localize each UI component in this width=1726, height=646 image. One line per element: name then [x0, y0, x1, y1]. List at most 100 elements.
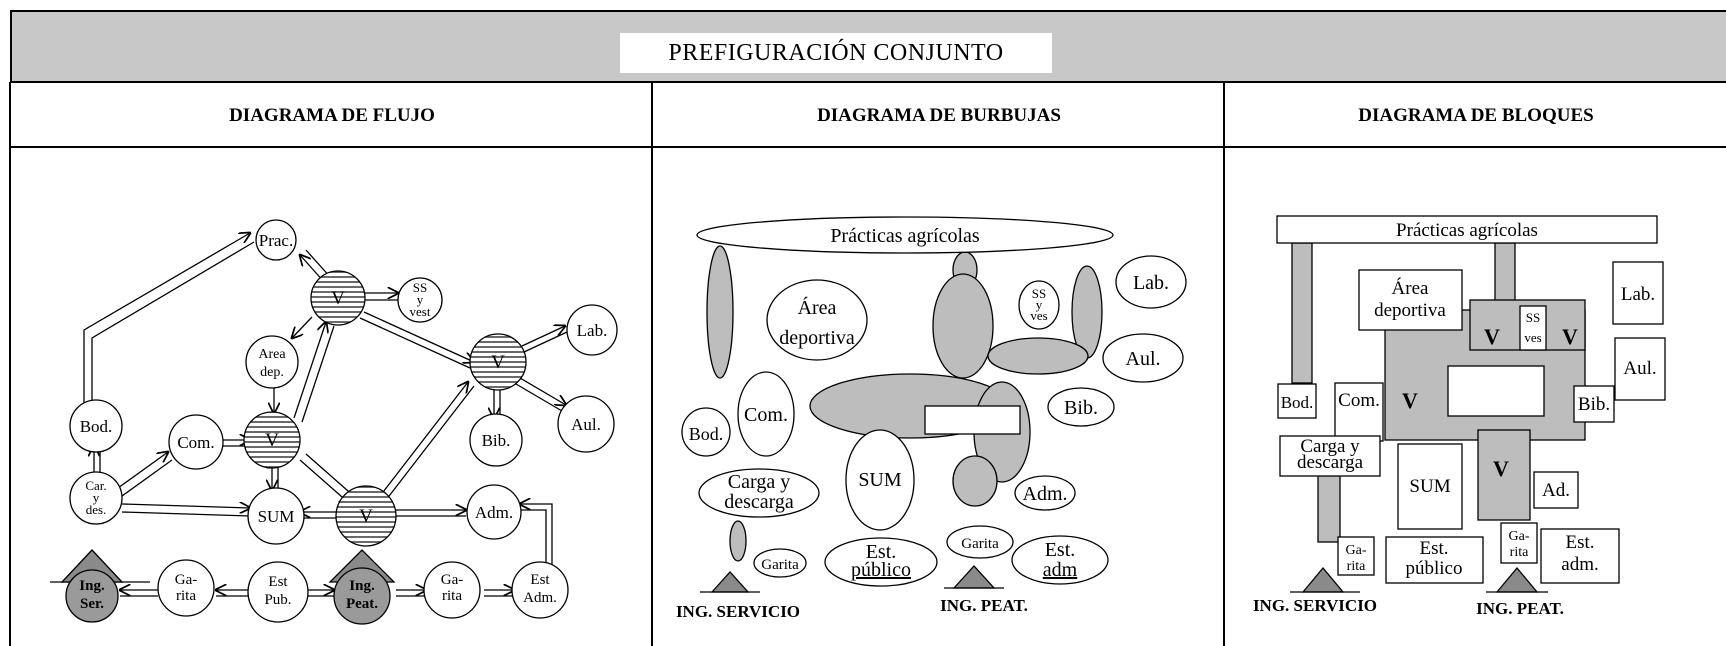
flow-node-ing-ser — [65, 569, 119, 623]
flow-label-aul: Aul. — [571, 415, 601, 434]
bubble-lab — [1115, 255, 1187, 309]
block-practicas — [1276, 215, 1658, 244]
block-diagram — [1276, 215, 1666, 593]
flow-label-garita-1b: rita — [176, 588, 196, 604]
bubble-label-est-2: público — [851, 559, 911, 581]
bubble-label-ss-2: y — [1036, 297, 1043, 312]
block-label-garita-2b: rita — [1510, 545, 1529, 560]
bubble-garita-1 — [753, 548, 807, 578]
block-est-publico — [1385, 536, 1484, 584]
flow-node-garita-2 — [423, 561, 481, 619]
flow-label-adm: Adm. — [475, 503, 513, 522]
block-label-est-adm-1: Est. — [1565, 532, 1594, 553]
flow-node-adm — [466, 484, 522, 540]
bubble-label-bib: Bib. — [1064, 397, 1098, 419]
flow-label-garita-2b: rita — [442, 588, 462, 604]
block-garita-2 — [1500, 522, 1538, 564]
bubble-label-com: Com. — [744, 404, 788, 426]
flow-label-area-1: Area — [258, 347, 286, 362]
flow-label-ss-2: y — [417, 292, 424, 307]
block-garita-1 — [1337, 536, 1375, 576]
flow-label-bod: Bod. — [80, 417, 113, 436]
flow-node-v-right — [469, 333, 527, 391]
bubble-label-lab: Lab. — [1133, 272, 1169, 294]
flow-label-ss-1: SS — [413, 280, 427, 295]
block-entrance-peat — [1495, 566, 1539, 593]
flow-label-ing-ser-1: Ing. — [79, 578, 105, 594]
block-lab — [1612, 261, 1664, 325]
flow-label-ss-3: vest — [410, 304, 431, 319]
bubble-label-ing-servicio: ING. SERVICIO — [676, 602, 800, 621]
block-label-carga-2: descarga — [1297, 452, 1364, 473]
bubble-diagram — [681, 216, 1187, 593]
block-label-est-1: Est. — [1419, 538, 1448, 559]
bubble-label-est-1: Est. — [866, 541, 897, 563]
flow-label-car-1: Car. — [85, 478, 106, 493]
bubble-practicas — [696, 216, 1114, 254]
block-ad — [1533, 471, 1579, 509]
bubble-gray-small — [729, 520, 747, 562]
block-label-v-2: V — [1562, 324, 1578, 349]
flow-label-bib: Bib. — [482, 431, 511, 450]
block-label-est-2: público — [1406, 558, 1463, 579]
block-gray-left-strip — [1291, 242, 1313, 384]
page-title: PREFIGURACIÓN CONJUNTO — [620, 33, 1052, 73]
table-grid — [9, 81, 1726, 646]
flow-node-garita-1 — [157, 559, 215, 617]
flow-label-est-pub-2: Pub. — [264, 592, 291, 608]
block-label-aul: Aul. — [1623, 358, 1656, 379]
block-label-practicas: Prácticas agrícolas — [1396, 220, 1538, 241]
flow-label-area-2: dep. — [260, 365, 284, 380]
block-label-ad: Ad. — [1542, 480, 1570, 501]
block-entrance-servicio — [1301, 566, 1345, 593]
bubble-gray-horizontal — [987, 337, 1089, 375]
flow-node-v-mid — [243, 411, 301, 469]
flow-label-v-bottom: V — [359, 506, 373, 527]
block-label-ss-2: ves — [1524, 330, 1541, 345]
block-label-bod: Bod. — [1281, 393, 1314, 412]
bubble-ss — [1018, 280, 1060, 330]
block-courtyard — [1447, 365, 1545, 417]
block-label-est-adm-2: adm. — [1561, 554, 1598, 575]
flow-label-ing-peat-1: Ing. — [349, 578, 375, 594]
bubble-label-ss-3: ves — [1030, 308, 1047, 323]
bubble-gray-lower — [952, 455, 998, 507]
bubble-aul — [1102, 333, 1184, 383]
flow-label-est-adm-2: Adm. — [523, 590, 557, 606]
block-label-area-1: Área — [1392, 277, 1429, 299]
block-label-ss-1: SS — [1526, 310, 1540, 325]
bubble-label-adm: Adm. — [1023, 483, 1068, 505]
bubble-entrance-peat — [952, 565, 996, 589]
block-label-ing-servicio: ING. SERVICIO — [1253, 596, 1377, 615]
block-com — [1334, 382, 1384, 442]
block-sum — [1397, 443, 1463, 530]
block-est-adm — [1540, 528, 1620, 584]
flow-node-v-top — [310, 270, 366, 326]
flow-node-bib — [469, 413, 523, 467]
bubble-label-practicas: Prácticas agrícolas — [830, 225, 980, 247]
block-label-carga-1: Carga y — [1300, 436, 1360, 457]
flow-label-v-top: V — [331, 288, 345, 309]
bubble-label-area-1: Área — [798, 296, 837, 319]
flow-label-car-3: des. — [86, 502, 107, 517]
bubble-est-adm — [1011, 535, 1109, 585]
column-header-bloques: DIAGRAMA DE BLOQUES — [1358, 105, 1594, 126]
flow-label-v-right: V — [491, 352, 505, 373]
flow-label-com: Com. — [177, 433, 214, 452]
bubble-label-garita-2: Garita — [961, 536, 999, 552]
flow-label-est-pub-1: Est — [268, 574, 288, 590]
flow-node-est-adm — [511, 561, 569, 619]
flow-label-v-mid: V — [265, 430, 279, 451]
block-label-bib: Bib. — [1578, 394, 1610, 415]
bubble-label-garita-1: Garita — [761, 557, 799, 573]
block-aul — [1614, 337, 1666, 401]
flow-label-ing-peat-2: Peat. — [346, 596, 378, 612]
bubble-label-bod: Bod. — [689, 424, 724, 444]
bubble-com — [737, 371, 795, 457]
bubble-garita-2 — [946, 525, 1014, 559]
flow-node-sum — [247, 487, 305, 545]
bubble-label-ss-1: SS — [1032, 286, 1046, 301]
flow-node-area-dep — [245, 335, 299, 389]
bubble-label-sum: SUM — [858, 469, 902, 491]
block-label-v-1: V — [1484, 324, 1500, 349]
